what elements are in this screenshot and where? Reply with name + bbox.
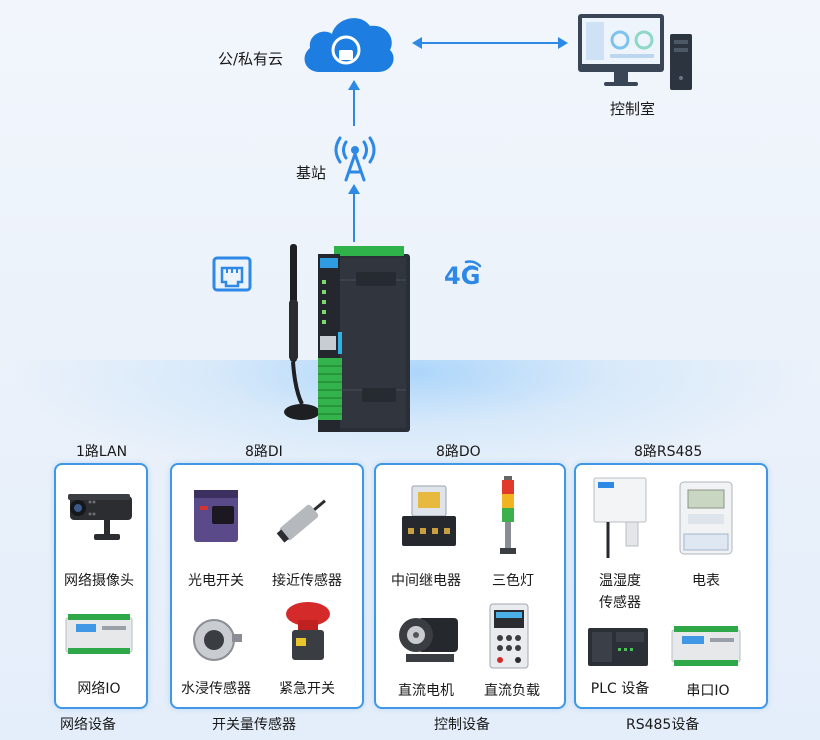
- device-label-electricity-meter: 电表: [692, 573, 720, 589]
- network-io-image: [65, 614, 133, 654]
- ethernet-port-icon: [212, 256, 252, 292]
- uplink-arrow-top: [348, 80, 360, 126]
- group-label-control-devices: 控制设备: [434, 717, 490, 733]
- device-label-temp-humidity-sensor: 温湿度 传感器: [599, 573, 641, 611]
- device-label-photoelectric-switch: 光电开关: [188, 573, 244, 589]
- relay-image: [402, 485, 456, 546]
- group-label-network-devices: 网络设备: [60, 717, 116, 733]
- bidirectional-arrow: [412, 37, 568, 49]
- device-label-dc-motor: 直流电机: [398, 683, 454, 699]
- device-label-proximity-sensor: 接近传感器: [272, 573, 342, 589]
- tower-light-image: [500, 476, 516, 554]
- device-label-serial-io: 串口IO: [686, 683, 730, 699]
- photoelectric-switch-image: [194, 490, 238, 542]
- control-room-label: 控制室: [610, 100, 656, 118]
- interface-label-do: 8路DO: [436, 444, 481, 460]
- device-label-tower-light: 三色灯: [492, 573, 534, 589]
- dc-motor-image: [399, 618, 458, 662]
- device-label-relay: 中间继电器: [391, 573, 461, 589]
- interface-label-lan: 1路LAN: [76, 444, 128, 460]
- device-label-dc-load: 直流负载: [484, 683, 540, 699]
- dc-load-image: [489, 603, 529, 669]
- cloud-icon: [304, 18, 394, 72]
- 4g-badge: 4G: [444, 256, 490, 290]
- emergency-stop-image: [286, 602, 330, 660]
- computer-icon: [578, 14, 692, 90]
- plc-device-image: [588, 628, 648, 666]
- device-label-plc: PLC 设备: [590, 681, 650, 697]
- uplink-arrow-bottom: [348, 184, 360, 242]
- group-label-rs485-devices: RS485设备: [626, 717, 700, 733]
- electricity-meter-image: [679, 481, 733, 555]
- antenna-tower-icon: [334, 136, 376, 182]
- ip-camera-image: [68, 494, 132, 540]
- wifi-signal-icon: [464, 260, 482, 271]
- cloud-label: 公/私有云: [218, 50, 284, 68]
- device-label-water-leak-sensor: 水浸传感器: [181, 681, 251, 697]
- interface-label-di: 8路DI: [245, 444, 283, 460]
- base-station-label: 基站: [296, 164, 327, 182]
- proximity-sensor-image: [276, 499, 326, 543]
- device-label-ip-camera: 网络摄像头: [64, 573, 134, 589]
- water-leak-sensor-image: [193, 619, 242, 661]
- device-label-network-io: 网络IO: [77, 681, 121, 697]
- temp-humidity-sensor-image: [593, 477, 647, 558]
- control-device-panel: [374, 463, 566, 709]
- interface-label-rs485: 8路RS485: [634, 444, 703, 460]
- gateway-device: [284, 244, 410, 432]
- group-label-switch-sensors: 开关量传感器: [212, 717, 296, 733]
- 4g-text: 4G: [444, 262, 481, 290]
- serial-io-image: [671, 626, 741, 666]
- device-label-emergency-stop: 紧急开关: [279, 681, 335, 697]
